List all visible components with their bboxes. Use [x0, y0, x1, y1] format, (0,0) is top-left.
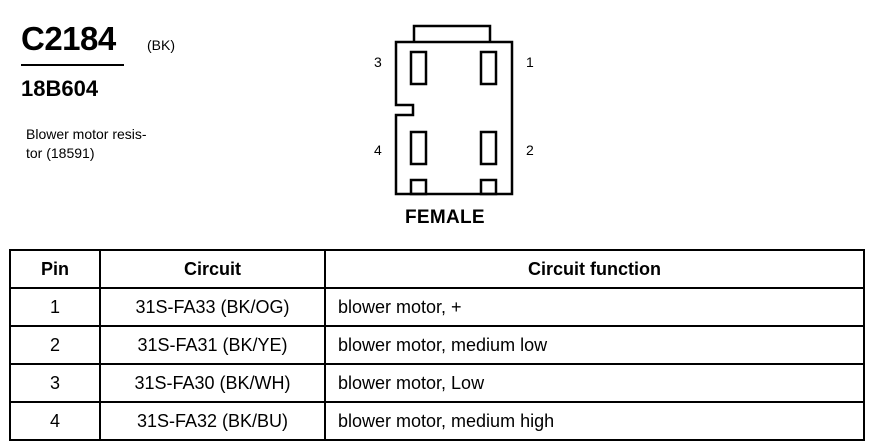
- table-row: 1 31S-FA33 (BK/OG) blower motor, +: [9, 287, 865, 327]
- terminal-cavity-1: [479, 50, 498, 86]
- cell-function: blower motor, medium high: [324, 401, 865, 441]
- cell-pin: 4: [9, 401, 101, 441]
- cell-circuit: 31S-FA33 (BK/OG): [99, 287, 326, 327]
- cell-circuit: 31S-FA30 (BK/WH): [99, 363, 326, 403]
- terminal-cavity-2: [479, 130, 498, 166]
- connector-latch: [412, 24, 492, 42]
- lock-window-left: [409, 178, 428, 196]
- connector-id-underline: [21, 64, 124, 66]
- pin-label-4: 4: [374, 142, 382, 158]
- header-pin: Pin: [9, 249, 101, 289]
- connector-id: C2184: [21, 20, 116, 57]
- pin-label-1: 1: [526, 54, 534, 70]
- cell-circuit: 31S-FA32 (BK/BU): [99, 401, 326, 441]
- connector-body: [394, 40, 514, 196]
- cell-function: blower motor, Low: [324, 363, 865, 403]
- cell-pin: 2: [9, 325, 101, 365]
- table-row: 2 31S-FA31 (BK/YE) blower motor, medium …: [9, 325, 865, 365]
- cell-function: blower motor, +: [324, 287, 865, 327]
- cell-pin: 3: [9, 363, 101, 403]
- component-description: Blower motor resis- tor (18591): [26, 125, 186, 163]
- connector-face-diagram: 3 1 4 2: [374, 24, 534, 196]
- terminal-cavity-3: [409, 50, 428, 86]
- pin-label-2: 2: [526, 142, 534, 158]
- cell-circuit: 31S-FA31 (BK/YE): [99, 325, 326, 365]
- table-row: 3 31S-FA30 (BK/WH) blower motor, Low: [9, 363, 865, 403]
- table-row: 4 31S-FA32 (BK/BU) blower motor, medium …: [9, 401, 865, 441]
- table-header-row: Pin Circuit Circuit function: [9, 249, 865, 289]
- lock-window-right: [479, 178, 498, 196]
- view-label: FEMALE: [405, 207, 485, 228]
- description-line-2: tor (18591): [26, 145, 95, 161]
- cell-pin: 1: [9, 287, 101, 327]
- description-line-1: Blower motor resis-: [26, 126, 147, 142]
- header-circuit-function: Circuit function: [324, 249, 865, 289]
- pinout-table: Pin Circuit Circuit function 1 31S-FA33 …: [9, 249, 865, 441]
- pin-label-3: 3: [374, 54, 382, 70]
- header-circuit: Circuit: [99, 249, 326, 289]
- cell-function: blower motor, medium low: [324, 325, 865, 365]
- part-number: 18B604: [21, 76, 99, 101]
- connector-color: (BK): [147, 37, 175, 53]
- terminal-cavity-4: [409, 130, 428, 166]
